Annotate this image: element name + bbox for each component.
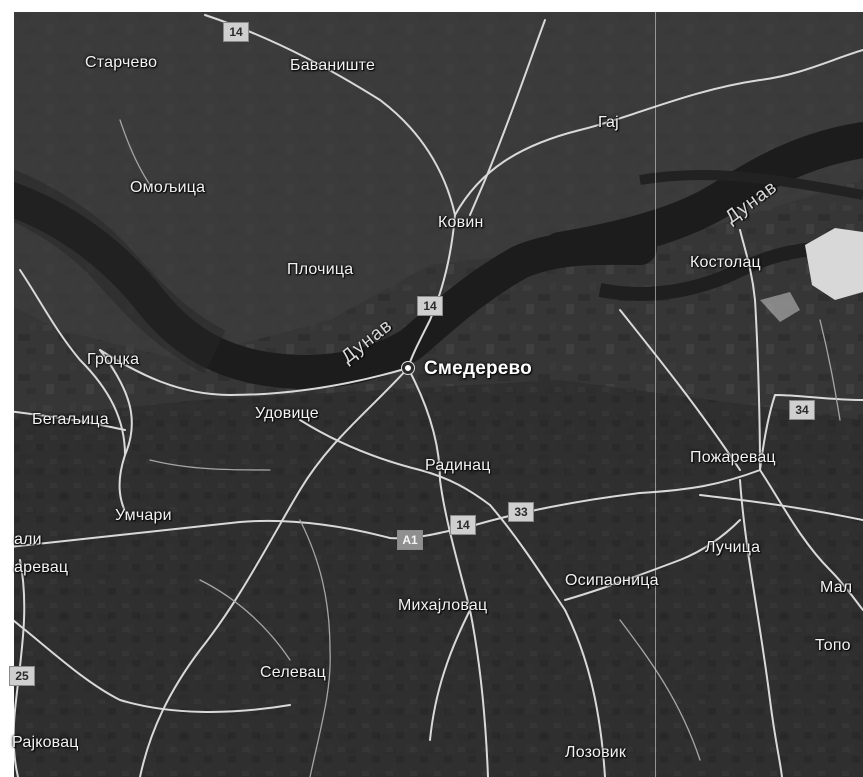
- road-mihajlovac-south: [429, 609, 471, 741]
- place-label-udovice[interactable]: Удовице: [255, 405, 319, 422]
- road-kovin-gaj: [454, 49, 863, 216]
- road-shield-25[interactable]: 25: [9, 666, 35, 686]
- road-osipaonica: [489, 504, 606, 777]
- paper-edge-top: [0, 0, 863, 12]
- place-label-topo[interactable]: Топо: [815, 637, 851, 654]
- road-minor-4: [199, 579, 291, 661]
- road-pozarevac-north: [759, 394, 863, 471]
- city-marker-smederevo[interactable]: [402, 362, 414, 374]
- place-label-rajkovac[interactable]: Рајковац: [12, 734, 79, 751]
- open-pit-area-2: [760, 292, 800, 322]
- open-pit-area: [805, 228, 863, 300]
- road-smederevo-south: [407, 367, 489, 777]
- place-label-lozovik[interactable]: Лозовик: [565, 744, 627, 761]
- danube-channel-north: [639, 170, 863, 200]
- road-shield-a1[interactable]: A1: [397, 530, 423, 550]
- road-minor-5: [619, 619, 701, 761]
- road-selevac: [0, 609, 291, 713]
- road-diagonal-kostolac: [619, 309, 741, 471]
- road-pozarevac-east: [699, 494, 863, 521]
- road-smederevo-sw: [139, 367, 409, 777]
- place-label-starcevo[interactable]: Старчево: [85, 54, 158, 71]
- road-west-loop: [19, 269, 126, 456]
- road-shield-14-south[interactable]: 14: [450, 515, 476, 535]
- place-label-pozarevac[interactable]: Пожаревац: [690, 449, 776, 466]
- roads: [0, 14, 863, 777]
- road-grocka-smederevo: [99, 349, 409, 396]
- road-14-north: [204, 14, 456, 216]
- road-pozarevac-kostolac: [739, 229, 761, 471]
- place-label-begaljica[interactable]: Бегаљица: [32, 411, 109, 428]
- danube-river-east: [542, 122, 863, 268]
- place-label-kovin[interactable]: Ковин: [438, 214, 484, 231]
- road-udovice-radinac: [299, 419, 491, 506]
- southern-hills: [0, 380, 863, 777]
- place-label-banatiste[interactable]: Баваниште: [290, 57, 376, 74]
- road-begaljica: [99, 349, 133, 521]
- road-pozarevac-mal: [759, 469, 863, 611]
- place-label-osipaonica[interactable]: Осипаоница: [565, 572, 659, 589]
- road-shield-33[interactable]: 33: [508, 502, 534, 522]
- place-label-lucica[interactable]: Лучица: [705, 539, 761, 556]
- road-west-south: [12, 559, 26, 777]
- road-shield-34[interactable]: 34: [789, 400, 815, 420]
- place-label-plocica[interactable]: Плочица: [287, 261, 354, 278]
- place-label-umcari[interactable]: Умчари: [115, 507, 172, 524]
- place-label-selevac[interactable]: Селевац: [260, 664, 326, 681]
- danube-river-west-bank: [0, 167, 227, 374]
- place-label-arevac[interactable]: аревац: [14, 559, 69, 576]
- road-shield-14-north[interactable]: 14: [223, 22, 249, 42]
- road-minor-1: [149, 459, 271, 471]
- road-pozarevac-south: [739, 479, 783, 777]
- scan-line: [655, 0, 656, 777]
- road-shield-14-center[interactable]: 14: [417, 296, 443, 316]
- place-label-kostolac[interactable]: Костолац: [690, 254, 761, 271]
- place-label-radinac[interactable]: Радинац: [425, 457, 491, 474]
- place-label-ali[interactable]: али: [14, 531, 42, 548]
- place-label-omoljica[interactable]: Омољица: [130, 179, 206, 196]
- place-label-grocka[interactable]: Гроцка: [87, 351, 140, 368]
- road-east-north: [469, 19, 546, 216]
- paper-edge-left: [0, 0, 14, 777]
- place-label-mihajlovac[interactable]: Михајловац: [398, 597, 488, 614]
- place-label-gaj[interactable]: Гај: [598, 114, 619, 131]
- minor-roads: [119, 119, 841, 777]
- northern-plain: [0, 0, 863, 360]
- road-osipaonica-east: [564, 519, 741, 601]
- place-label-smederevo[interactable]: Смедерево: [424, 358, 532, 379]
- road-minor-6: [819, 319, 841, 421]
- road-minor-3: [299, 519, 331, 777]
- road-minor-2: [119, 119, 151, 186]
- place-label-mal[interactable]: Мал: [820, 579, 853, 596]
